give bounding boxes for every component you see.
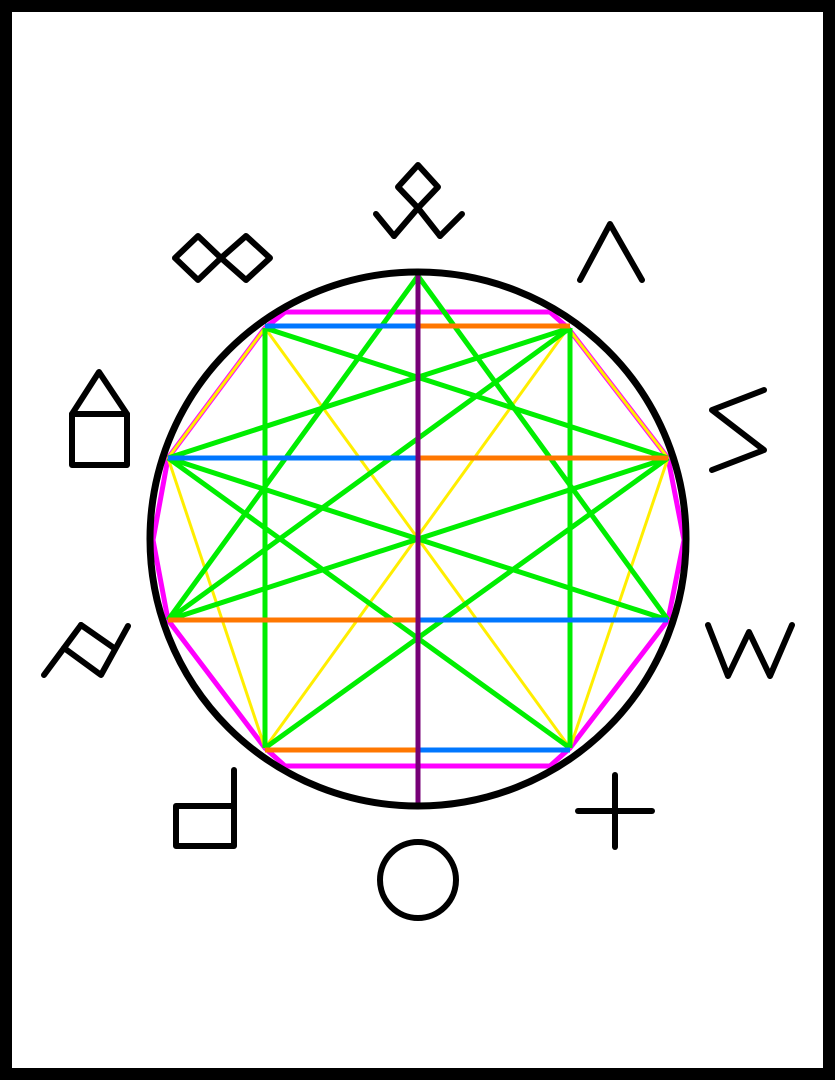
- blue-chords: [168, 323, 668, 753]
- orange-chords: [168, 323, 668, 753]
- flag-square-symbol: [173, 767, 237, 849]
- slanted-box-symbol: [41, 622, 131, 678]
- outer-circle: [146, 268, 690, 810]
- diamond-crossed-lines-symbol: [373, 162, 465, 239]
- circle-symbol: [377, 839, 459, 921]
- zigzag-symbol: [709, 387, 767, 473]
- enneagram-diagram: [41, 162, 795, 921]
- house-symbol: [69, 369, 130, 468]
- caret-symbol: [577, 221, 645, 283]
- plus-symbol: [575, 772, 655, 850]
- diagram-page: [12, 12, 823, 1068]
- w-symbol: [705, 622, 795, 679]
- double-diamond-symbol: [172, 233, 273, 283]
